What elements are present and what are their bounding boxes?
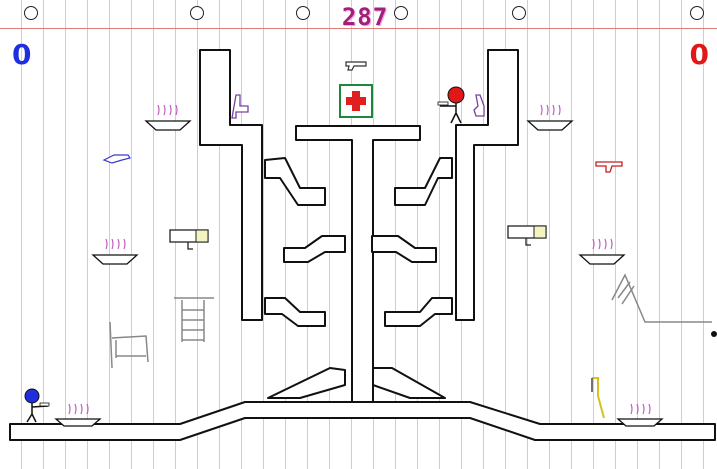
ledge xyxy=(394,157,453,206)
ramp-left xyxy=(267,367,346,399)
spawn-pad-icon xyxy=(578,238,626,265)
right-wall xyxy=(455,49,519,321)
pistol-icon xyxy=(473,94,485,117)
ledge xyxy=(264,157,326,206)
medkit-icon xyxy=(339,84,373,118)
binder-hole xyxy=(24,6,38,20)
red-player xyxy=(437,86,465,124)
ramp-right xyxy=(372,367,446,399)
ramp-sketch xyxy=(611,273,712,323)
spawn-pad-icon xyxy=(616,403,664,427)
spawn-pad-icon xyxy=(54,403,102,427)
ledge xyxy=(283,235,346,263)
blue-player-score: 0 xyxy=(12,38,32,71)
blue-player xyxy=(24,388,50,423)
post-sketch xyxy=(591,377,605,419)
spawn-pad-icon xyxy=(91,238,139,265)
binder-hole xyxy=(690,6,704,20)
spawn-pad-icon xyxy=(526,104,574,131)
shotgun-icon xyxy=(102,154,131,164)
rocket-launcher-icon xyxy=(507,225,547,246)
pistol-icon xyxy=(345,61,367,71)
margin-line xyxy=(0,28,717,29)
spawn-pad-icon xyxy=(144,104,192,131)
binder-hole xyxy=(190,6,204,20)
pistol-icon xyxy=(231,94,249,119)
ladder-sketch xyxy=(174,297,214,342)
rocket-launcher-icon xyxy=(169,229,209,250)
ledge xyxy=(264,297,326,327)
rifle-icon xyxy=(595,161,623,173)
ground-floor xyxy=(9,401,716,441)
left-wall xyxy=(199,49,263,321)
ledge xyxy=(371,235,437,263)
marker-dot xyxy=(711,331,717,337)
binder-hole xyxy=(394,6,408,20)
chair-sketch xyxy=(109,321,149,369)
central-pillar xyxy=(295,125,421,403)
ledge xyxy=(384,297,453,327)
round-timer: 287 xyxy=(341,3,389,31)
binder-hole xyxy=(296,6,310,20)
red-player-score: 0 xyxy=(689,38,709,71)
binder-hole xyxy=(512,6,526,20)
